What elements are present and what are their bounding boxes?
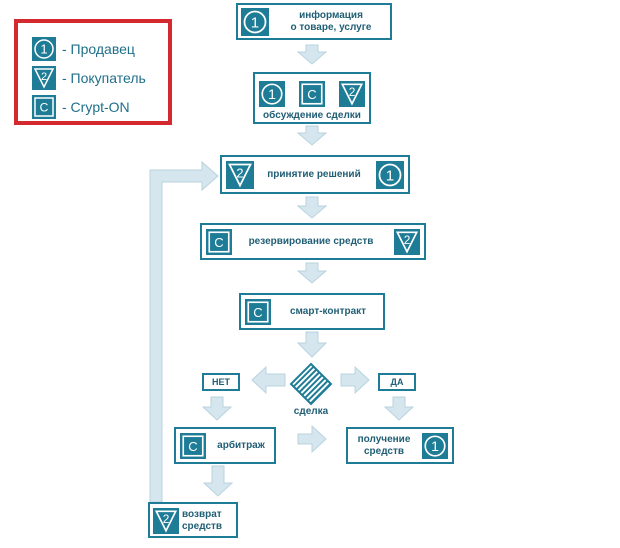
svg-text:1: 1 xyxy=(268,86,276,102)
step-info-line2: о товаре, услуге xyxy=(290,22,372,33)
arrow-down xyxy=(296,196,328,219)
cryptoon-square-icon: C xyxy=(299,81,325,107)
seller-circle-icon: 1 xyxy=(259,81,285,107)
legend-label: - Покупатель xyxy=(62,70,146,86)
legend-label: - Crypt-ON xyxy=(62,99,130,115)
seller-circle-icon: 1 xyxy=(422,433,448,459)
arrow-down xyxy=(296,331,328,358)
cryptoon-square-icon: C xyxy=(206,229,232,255)
cryptoon-square-icon: C xyxy=(245,299,271,325)
svg-text:2: 2 xyxy=(404,233,411,247)
step-receipt-line1: получение xyxy=(357,434,411,445)
arrow-down xyxy=(296,44,328,65)
arrow-right xyxy=(297,424,327,454)
step-discussion-label: обсуждение сделки xyxy=(263,110,361,121)
svg-text:1: 1 xyxy=(431,438,439,454)
legend-box: 1 - Продавец 2 - Покупатель C - Crypt-ON xyxy=(14,19,172,125)
arrow-left xyxy=(251,365,286,395)
buyer-triangle-icon: 2 xyxy=(226,161,254,189)
svg-text:C: C xyxy=(40,101,49,115)
step-decisions-label: принятие решений xyxy=(267,169,361,180)
arrow-down xyxy=(201,396,233,421)
arrow-down xyxy=(296,262,328,284)
decision-diamond xyxy=(289,362,333,406)
step-smart-contract: C смарт-контракт xyxy=(239,293,385,330)
legend-row-buyer: 2 - Покупатель xyxy=(32,66,146,90)
svg-text:2: 2 xyxy=(41,71,47,83)
buyer-triangle-icon: 2 xyxy=(394,229,420,255)
step-smart-contract-label: смарт-контракт xyxy=(289,306,367,317)
arrow-down xyxy=(296,125,328,146)
buyer-triangle-icon: 2 xyxy=(32,66,56,90)
seller-circle-icon: 1 xyxy=(241,8,269,36)
no-tag: НЕТ xyxy=(202,373,240,391)
svg-text:C: C xyxy=(307,87,316,102)
svg-text:2: 2 xyxy=(236,165,243,180)
arrow-down xyxy=(202,465,234,497)
step-refund-line2: средств xyxy=(182,521,223,532)
arrow-down xyxy=(383,396,415,421)
yes-tag: ДА xyxy=(378,373,416,391)
step-info-line1: информация xyxy=(299,10,363,21)
arrow-right xyxy=(340,365,370,395)
step-receipt: получение средств 1 xyxy=(346,427,454,464)
step-discussion: 1 C 2 обсуждение сделки xyxy=(253,72,371,124)
step-reservation-label: резервирование средств xyxy=(248,236,374,247)
svg-text:C: C xyxy=(214,235,223,250)
step-reservation: C резервирование средств 2 xyxy=(200,223,426,260)
cryptoon-square-icon: C xyxy=(32,95,56,119)
step-arbitration: C арбитраж xyxy=(174,427,276,464)
seller-circle-icon: 1 xyxy=(32,37,56,61)
cryptoon-square-icon: C xyxy=(180,433,206,459)
buyer-triangle-icon: 2 xyxy=(153,508,179,534)
svg-text:1: 1 xyxy=(386,167,394,184)
step-refund: 2 возврат средств xyxy=(148,502,238,538)
return-arrow xyxy=(149,160,219,503)
svg-text:1: 1 xyxy=(40,42,47,57)
step-arbitration-label: арбитраж xyxy=(217,440,265,451)
step-info: 1 информация о товаре, услуге xyxy=(236,3,392,40)
buyer-triangle-icon: 2 xyxy=(339,81,365,107)
svg-text:2: 2 xyxy=(349,85,356,99)
legend-row-cryptoon: C - Crypt-ON xyxy=(32,95,130,119)
svg-text:C: C xyxy=(253,305,262,320)
step-receipt-line2: средств xyxy=(363,446,405,457)
svg-text:C: C xyxy=(188,439,197,454)
seller-circle-icon: 1 xyxy=(376,161,404,189)
legend-row-seller: 1 - Продавец xyxy=(32,37,135,61)
step-refund-line1: возврат xyxy=(182,509,222,520)
svg-text:2: 2 xyxy=(163,512,170,526)
step-decisions: 2 принятие решений 1 xyxy=(220,155,410,194)
svg-text:1: 1 xyxy=(251,14,259,31)
legend-label: - Продавец xyxy=(62,41,135,57)
deal-label: сделка xyxy=(293,406,329,417)
